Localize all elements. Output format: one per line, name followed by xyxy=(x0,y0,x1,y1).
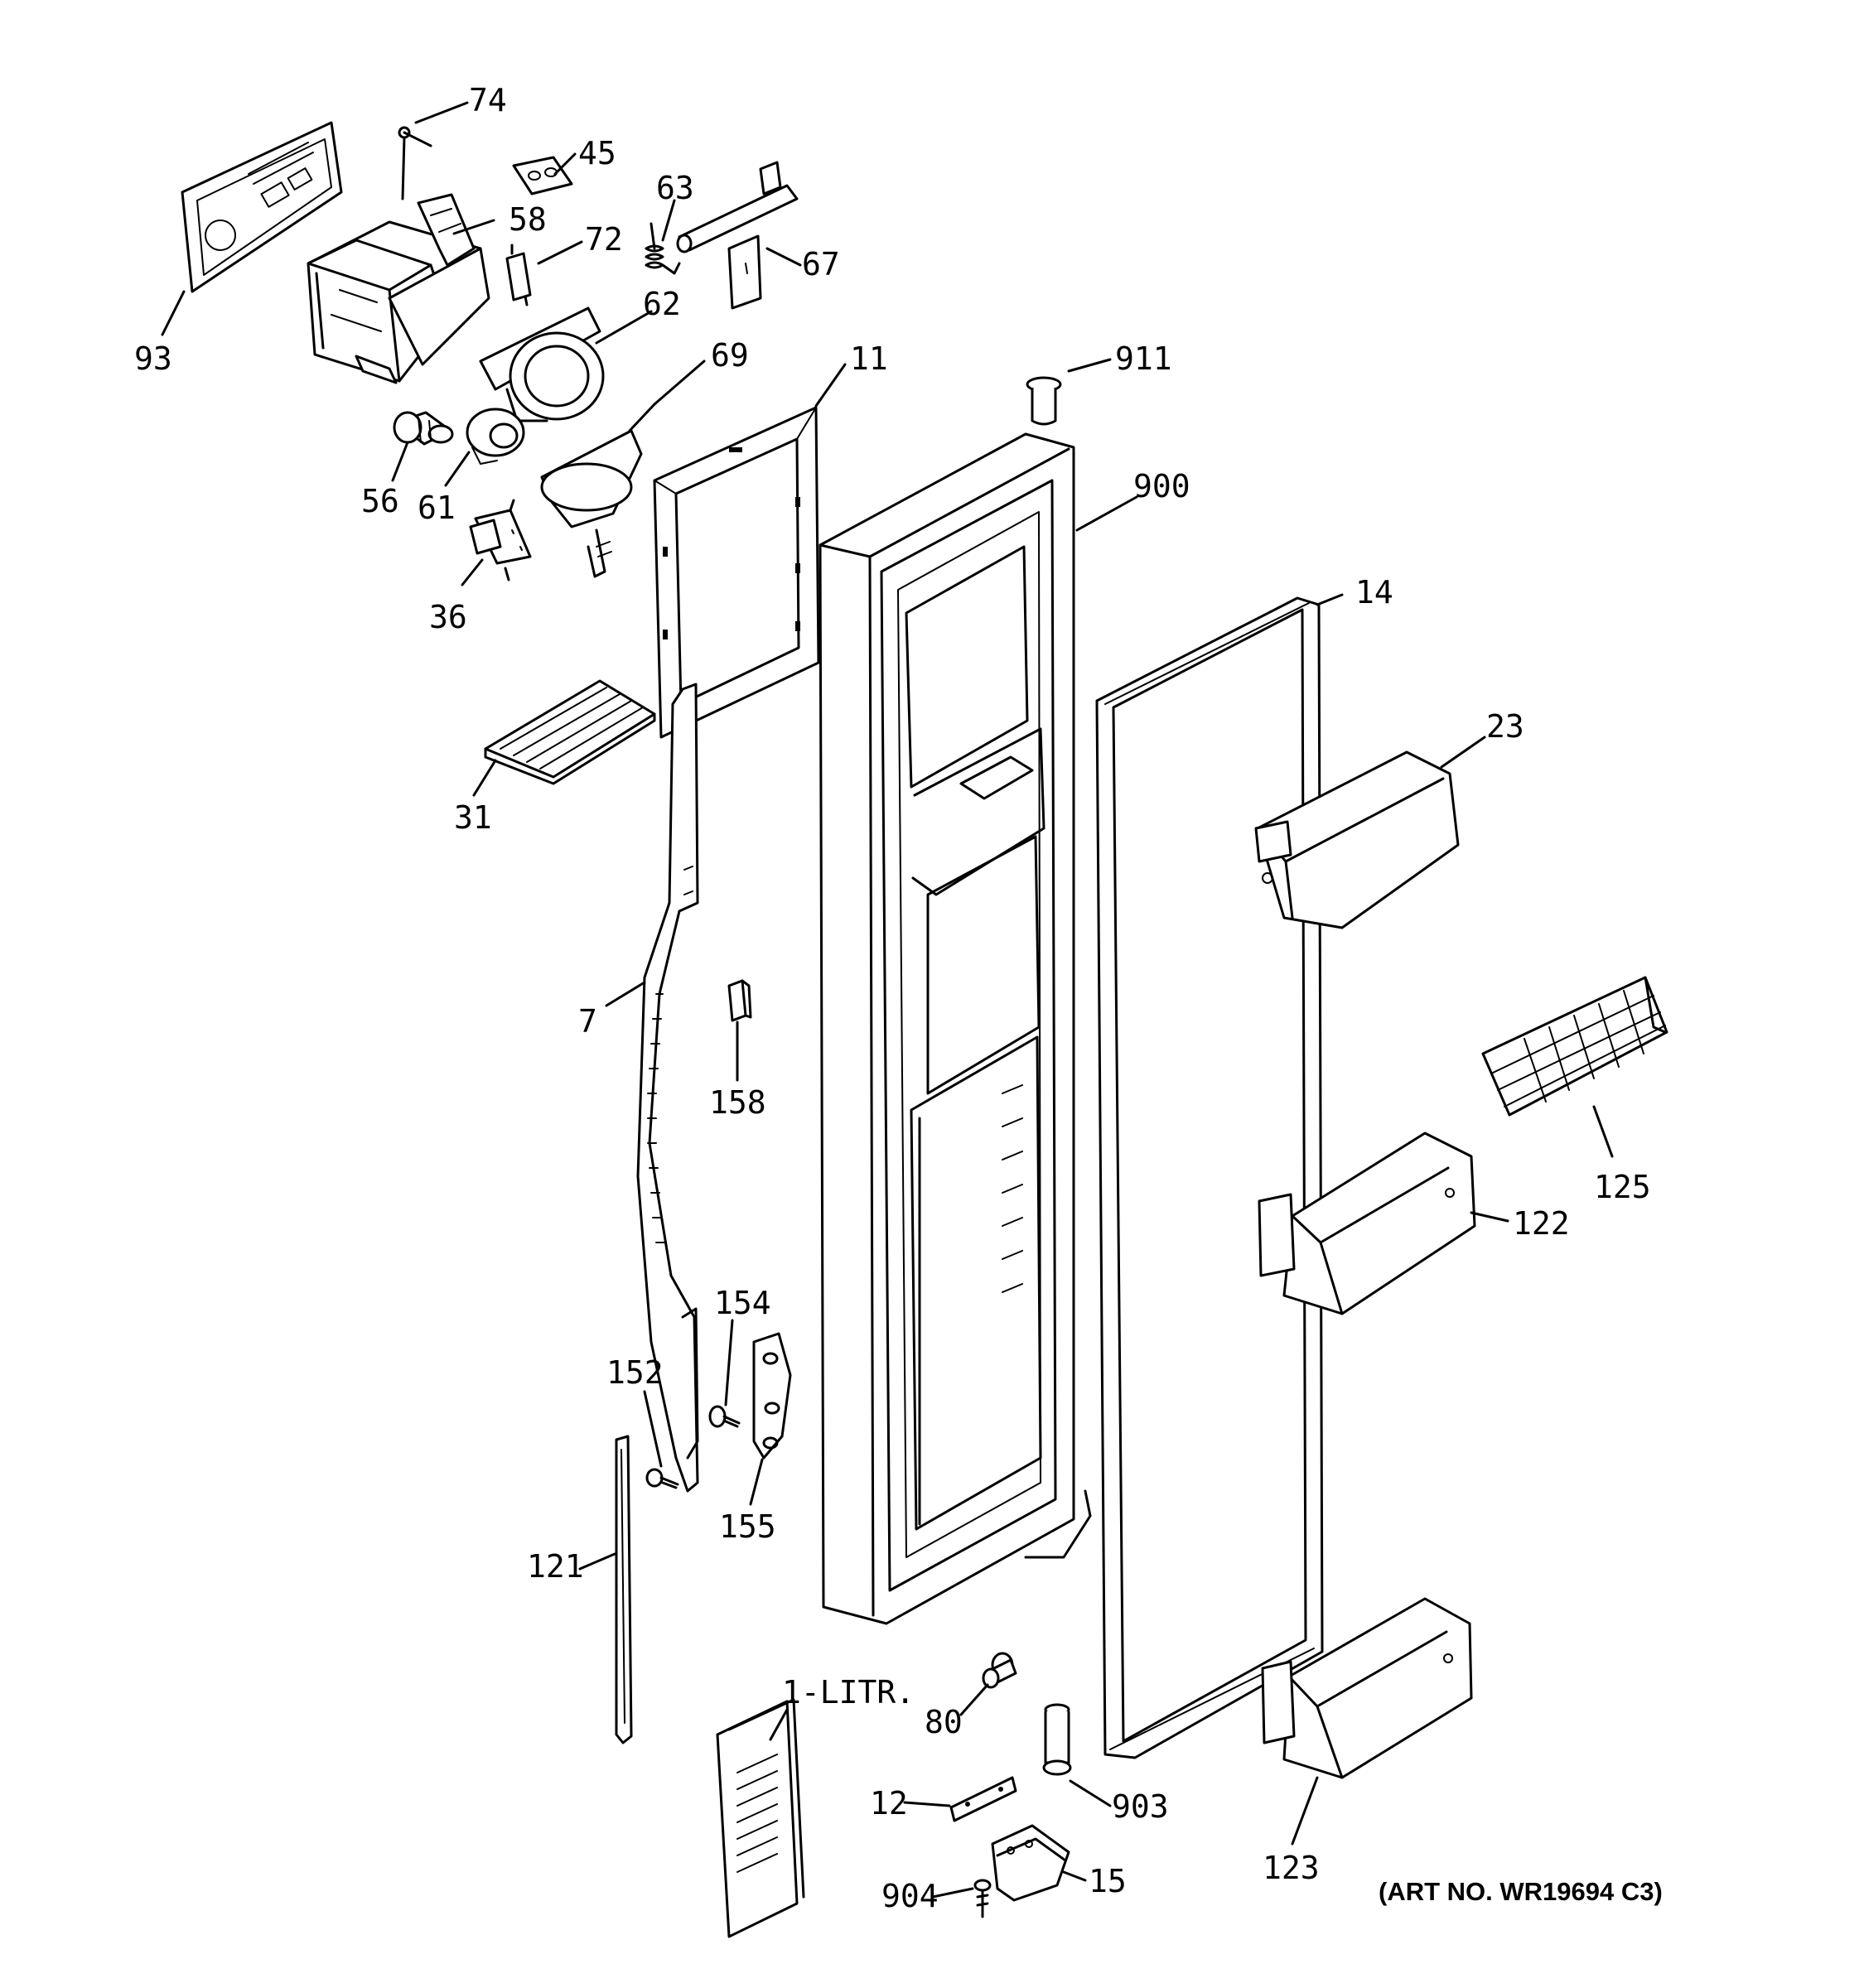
part-7-handle xyxy=(636,683,699,1493)
label-14: 14 xyxy=(1355,574,1393,610)
label-7: 7 xyxy=(578,1003,597,1040)
label-123: 123 xyxy=(1263,1850,1320,1886)
label-11: 11 xyxy=(850,340,888,377)
part-45-bracket xyxy=(512,156,573,195)
label-45: 45 xyxy=(578,135,616,171)
label-93: 93 xyxy=(134,340,172,377)
label-80: 80 xyxy=(925,1704,963,1740)
label-74: 74 xyxy=(469,82,507,118)
label-36: 36 xyxy=(429,599,467,635)
label-911: 911 xyxy=(1115,340,1172,377)
part-12-plate xyxy=(949,1776,1017,1822)
label-15: 15 xyxy=(1089,1863,1127,1899)
label-125: 125 xyxy=(1594,1169,1651,1205)
part-14-gasket xyxy=(1095,596,1324,1759)
label-155: 155 xyxy=(719,1508,776,1545)
part-155-hinge-bracket xyxy=(752,1332,792,1460)
part-67-rod xyxy=(676,161,799,310)
label-1-litr: 1-LITR. xyxy=(782,1674,915,1711)
part-154-screw xyxy=(708,1405,741,1428)
part-number-labels: 74 45 63 58 72 67 62 93 69 11 911 56 61 … xyxy=(134,82,1651,1914)
part-904-screw xyxy=(973,1879,992,1918)
part-121-trim-strip xyxy=(615,1435,633,1744)
part-63-spring xyxy=(645,222,681,275)
part-125-wire-basket xyxy=(1481,976,1668,1117)
part-62-ring-housing xyxy=(479,306,605,422)
part-152-screw xyxy=(645,1468,679,1489)
label-67: 67 xyxy=(802,246,840,282)
label-158: 158 xyxy=(709,1084,766,1121)
part-122-door-bin-middle xyxy=(1258,1132,1476,1315)
part-911-bushing xyxy=(1026,376,1062,426)
part-58-strip xyxy=(417,193,476,267)
part-80-plug xyxy=(982,1652,1017,1689)
label-904: 904 xyxy=(881,1878,939,1914)
part-31-drip-grille xyxy=(484,679,656,785)
part-69-funnel xyxy=(540,403,656,578)
label-61: 61 xyxy=(418,490,456,526)
label-72: 72 xyxy=(585,221,623,258)
label-23: 23 xyxy=(1486,708,1524,745)
part-11-frame xyxy=(653,406,820,739)
part-93-control-board xyxy=(181,121,343,293)
label-56: 56 xyxy=(361,483,399,519)
leader-lines xyxy=(161,101,1614,1899)
part-903-hinge-pin xyxy=(1042,1703,1072,1776)
label-58: 58 xyxy=(509,201,547,238)
label-122: 122 xyxy=(1513,1205,1570,1242)
label-121: 121 xyxy=(527,1548,584,1585)
part-158-clip xyxy=(727,979,752,1022)
part-72-switch xyxy=(505,244,532,306)
label-154: 154 xyxy=(714,1285,771,1321)
part-74-spring xyxy=(398,126,432,200)
label-12: 12 xyxy=(870,1785,908,1822)
label-31: 31 xyxy=(454,799,492,836)
part-123-door-bin-bottom xyxy=(1261,1597,1473,1779)
part-23-door-bin-top xyxy=(1254,750,1460,929)
label-900: 900 xyxy=(1133,468,1190,504)
label-62: 62 xyxy=(643,286,681,322)
part-36-actuator xyxy=(469,499,532,581)
part-15-hinge xyxy=(991,1824,1070,1902)
dispenser-housing xyxy=(307,220,490,384)
part-1-litr-booklet xyxy=(716,1698,805,1938)
part-61-motor xyxy=(466,408,525,465)
part-56-knob xyxy=(393,411,454,446)
art-number: (ART NO. WR19694 C3) xyxy=(1379,1877,1663,1906)
label-63: 63 xyxy=(656,170,694,206)
label-69: 69 xyxy=(711,337,749,374)
label-903: 903 xyxy=(1112,1788,1169,1825)
part-900-door xyxy=(819,432,1092,1625)
label-152: 152 xyxy=(606,1354,664,1391)
